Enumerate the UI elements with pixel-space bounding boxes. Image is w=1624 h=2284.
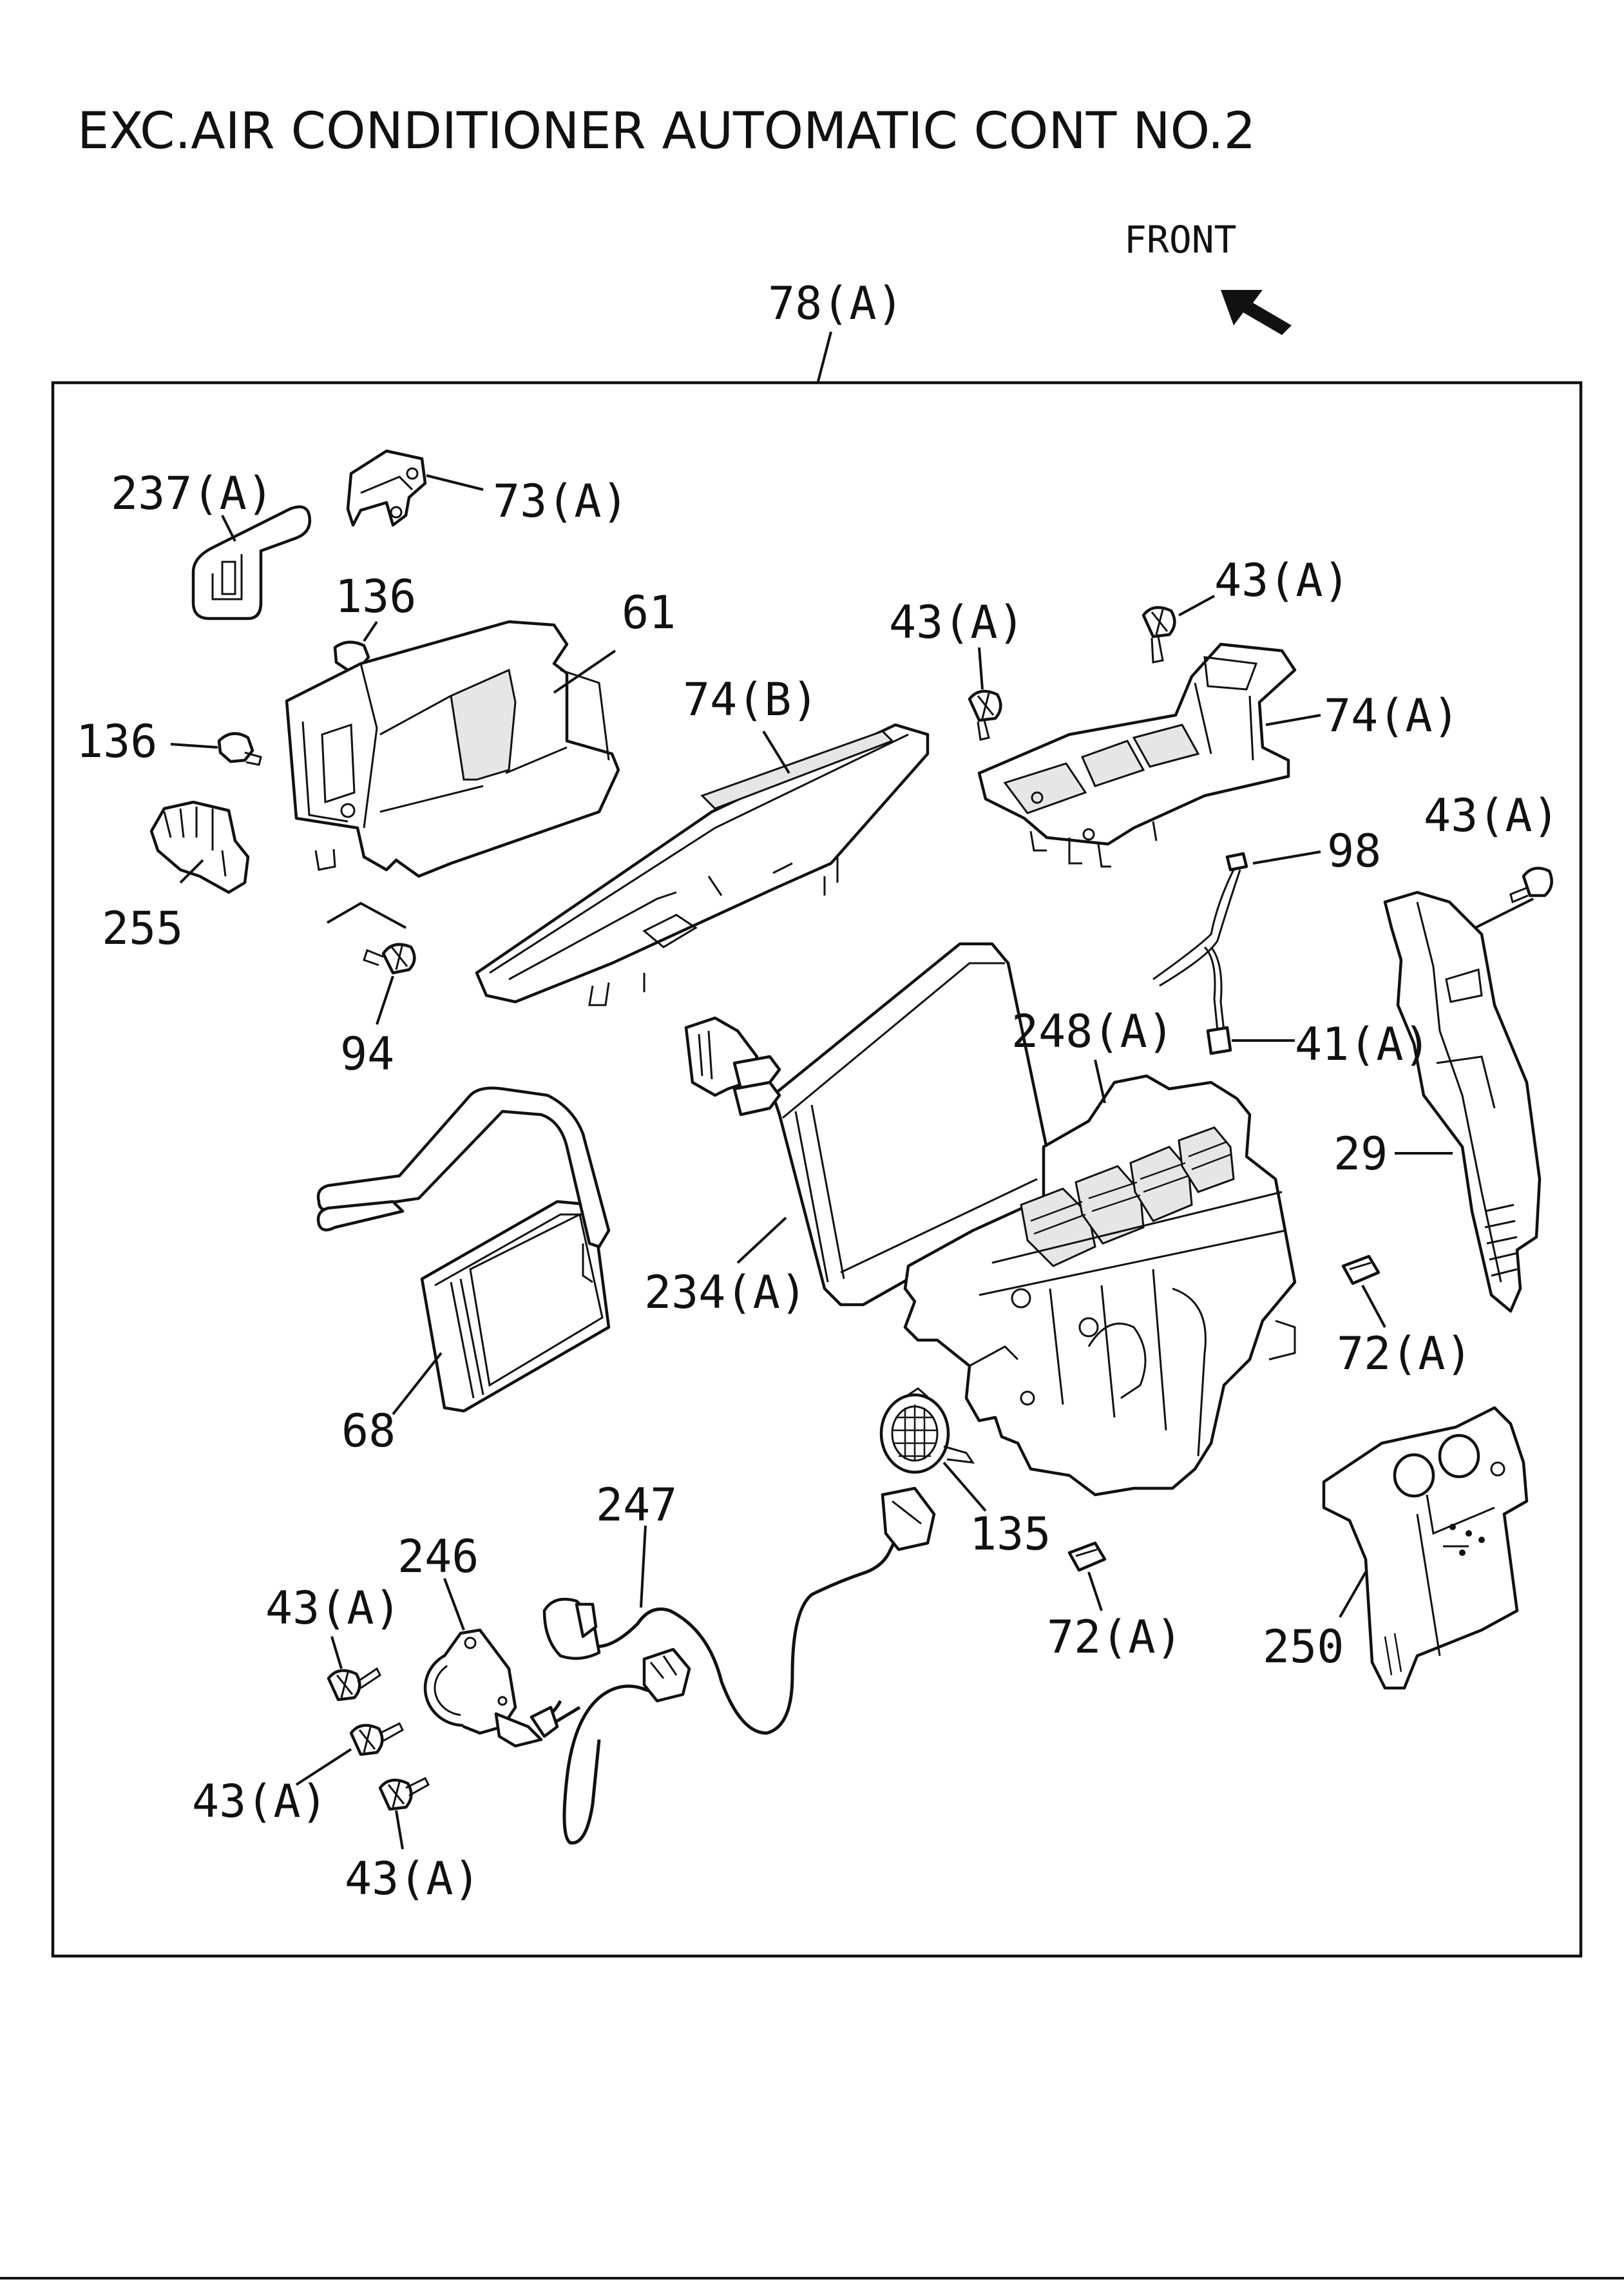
part-74a-duct [977, 642, 1297, 868]
callout-74a: 74(A) [1324, 689, 1460, 742]
callout-136-lower: 136 [76, 715, 157, 768]
front-label: FRONT [1124, 218, 1237, 262]
part-41a-connector [1206, 1026, 1232, 1055]
part-68-heater-core [316, 1086, 611, 1413]
part-94-screw [363, 943, 416, 975]
callout-43a-right-top: 43(A) [1214, 554, 1350, 607]
callout-43a-lower-3: 43(A) [345, 1852, 481, 1905]
part-74b-duct [475, 723, 930, 1006]
callout-135: 135 [970, 1508, 1051, 1560]
callout-248a: 248(A) [1011, 1005, 1174, 1058]
callout-94: 94 [340, 1028, 394, 1080]
part-98-harness [1152, 852, 1248, 1032]
callout-61: 61 [622, 586, 676, 639]
callout-250: 250 [1263, 1620, 1344, 1673]
callout-73a: 73(A) [493, 475, 629, 528]
callout-237a: 237(A) [111, 467, 274, 520]
callout-255: 255 [102, 902, 183, 955]
part-73a-bracket [346, 449, 427, 527]
part-136-screw-lower [217, 732, 262, 766]
part-234a-evaporator [684, 942, 1058, 1307]
callout-43a-lower-2: 43(A) [192, 1775, 328, 1828]
callout-29: 29 [1333, 1128, 1388, 1180]
callout-74b: 74(B) [683, 673, 819, 726]
part-43a-screw-right-top [1142, 606, 1176, 664]
part-43a-screw-lower-3 [378, 1776, 430, 1811]
callout-43a-middle: 43(A) [889, 596, 1025, 649]
callout-136-upper: 136 [335, 570, 416, 623]
part-43a-screw-lower-1 [327, 1667, 381, 1702]
callout-234a: 234(A) [644, 1266, 807, 1319]
assembly-label: 78(A) [768, 277, 904, 330]
part-237a-seal [191, 505, 312, 620]
part-61-housing [285, 620, 620, 878]
callout-68: 68 [341, 1405, 396, 1457]
assembly-frame [51, 381, 1583, 1958]
part-250-bracket [1322, 1406, 1529, 1690]
part-255-bracket [149, 800, 250, 894]
part-246-actuator [423, 1628, 559, 1748]
part-29-duct [1383, 890, 1542, 1313]
part-247-harness [540, 1486, 936, 1845]
callout-43a-lower-1: 43(A) [265, 1582, 401, 1635]
part-72a-clip-upper [1341, 1254, 1380, 1285]
callout-41a: 41(A) [1295, 1018, 1431, 1071]
callout-72a-lower: 72(A) [1047, 1611, 1183, 1664]
assembly-leader [817, 331, 832, 382]
part-248a-hvac-unit [903, 1074, 1297, 1497]
callout-247: 247 [596, 1479, 677, 1531]
part-135-sensor-fan [879, 1387, 975, 1474]
part-43a-screw-lower-2 [349, 1722, 404, 1756]
front-arrow-icon [1221, 290, 1292, 335]
part-72a-clip-lower [1067, 1541, 1107, 1572]
callout-98: 98 [1327, 825, 1381, 878]
callout-labels: 237(A) 73(A) 136 61 136 255 94 74(B) 43(… [76, 467, 1560, 1905]
callout-72a-upper: 72(A) [1337, 1327, 1473, 1380]
part-43a-screw-middle [968, 689, 1002, 741]
callout-43a-far-right: 43(A) [1424, 789, 1560, 842]
callout-246: 246 [397, 1530, 479, 1583]
page-title: EXC.AIR CONDITIONER AUTOMATIC CONT NO.2 [77, 102, 1256, 160]
part-43a-screw-far-right [1509, 867, 1553, 904]
